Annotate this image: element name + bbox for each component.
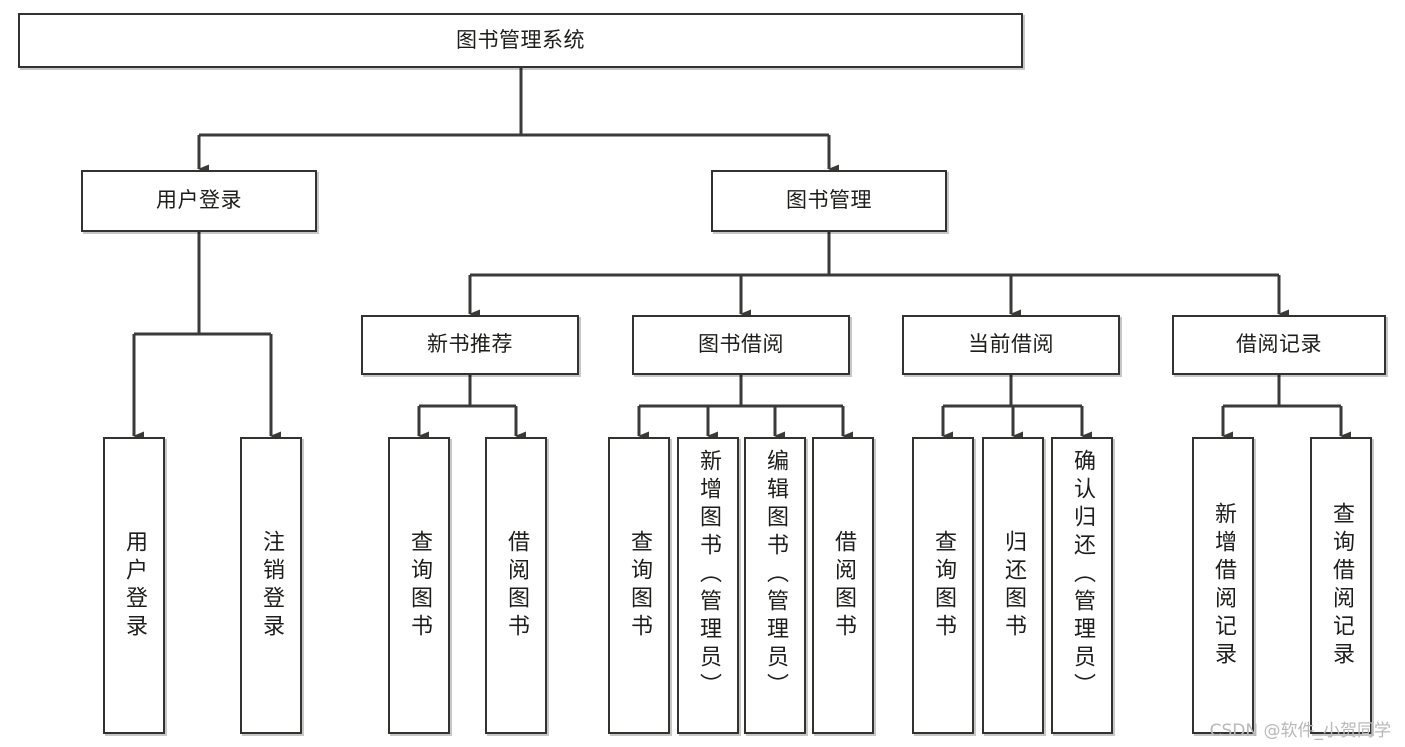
node-l1_1: 图书管理 [711, 170, 947, 232]
node-l2_3: 借阅记录 [1172, 315, 1386, 375]
node-label: 借阅记录 [1236, 332, 1322, 357]
node-label: 当前借阅 [968, 332, 1054, 357]
node-l3_9: 归还图书 [982, 437, 1044, 734]
node-root: 图书管理系统 [18, 13, 1023, 68]
node-label: 图书借阅 [698, 332, 784, 357]
node-label: 编辑图书（管理员） [763, 449, 788, 701]
node-label: 借阅图书 [831, 529, 856, 642]
node-l3_3: 借阅图书 [485, 437, 547, 734]
node-label: 查询图书 [407, 529, 432, 642]
node-label: 图书管理 [786, 188, 872, 213]
node-l3_8: 查询图书 [912, 437, 974, 734]
node-l2_1: 图书借阅 [632, 315, 850, 375]
node-label: 查询图书 [931, 529, 956, 642]
node-l3_4: 查询图书 [608, 437, 670, 734]
node-l3_5: 新增图书（管理员） [677, 437, 739, 734]
node-label: 图书管理系统 [456, 27, 585, 52]
node-label: 新书推荐 [427, 332, 513, 357]
node-label: 借阅图书 [504, 529, 529, 642]
node-l2_0: 新书推荐 [361, 315, 579, 375]
node-l3_12: 查询借阅记录 [1310, 437, 1372, 734]
node-label: 用户登录 [122, 529, 147, 642]
node-label: 新增图书（管理员） [696, 449, 721, 701]
node-l2_2: 当前借阅 [902, 315, 1120, 375]
node-l3_1: 注销登录 [240, 437, 302, 734]
node-l3_11: 新增借阅记录 [1192, 437, 1254, 734]
node-label: 用户登录 [156, 188, 242, 213]
node-l3_7: 借阅图书 [812, 437, 874, 734]
node-label: 查询借阅记录 [1329, 501, 1354, 670]
node-l3_10: 确认归还（管理员） [1051, 437, 1113, 734]
node-label: 新增借阅记录 [1211, 501, 1236, 670]
node-label: 归还图书 [1001, 529, 1026, 642]
node-l3_0: 用户登录 [103, 437, 165, 734]
node-label: 确认归还（管理员） [1070, 449, 1095, 701]
node-l1_0: 用户登录 [81, 170, 317, 232]
node-label: 查询图书 [627, 529, 652, 642]
node-l3_6: 编辑图书（管理员） [744, 437, 806, 734]
node-l3_2: 查询图书 [388, 437, 450, 734]
node-label: 注销登录 [259, 529, 284, 642]
